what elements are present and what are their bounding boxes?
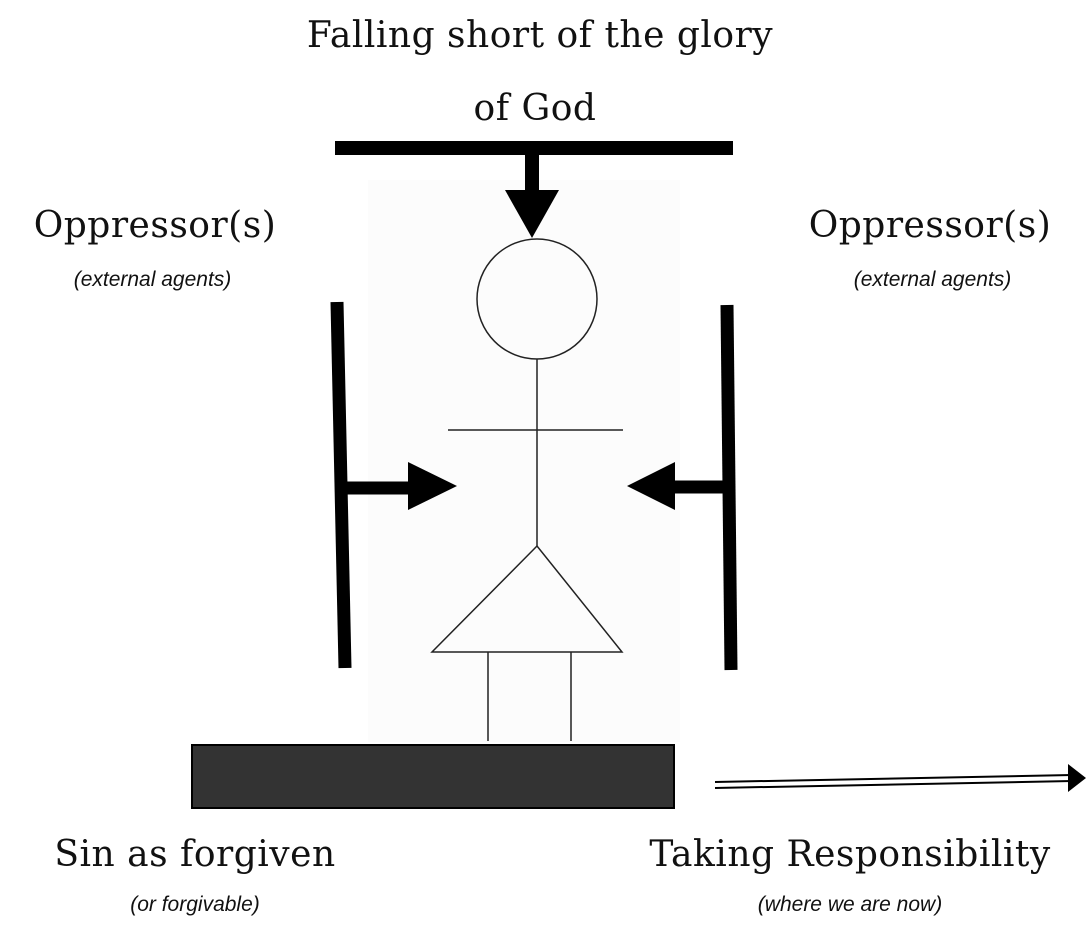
responsibility-arrow-line-top <box>714 774 1073 783</box>
bottom-left-subtitle: (or forgivable) <box>130 893 260 916</box>
left-oppressor-subtitle: (external agents) <box>73 268 232 291</box>
bottom-right-subtitle: (where we are now) <box>757 893 943 916</box>
right-oppressor-title: Oppressor(s) <box>808 205 1052 246</box>
top-title-line1: Falling short of the glory <box>306 15 774 56</box>
figure-background <box>368 180 680 742</box>
right-oppressor-subtitle: (external agents) <box>853 268 1012 291</box>
down-arrow-head <box>505 190 559 238</box>
figure-skirt <box>430 544 624 653</box>
left-arrow-head <box>408 462 457 510</box>
responsibility-arrow-line-bottom <box>714 780 1073 789</box>
figure-head <box>476 238 598 360</box>
bottom-left-title: Sin as forgiven <box>54 834 336 875</box>
top-title-line2: of God <box>473 88 597 129</box>
responsibility-arrow-head <box>1068 764 1086 792</box>
right-arrow-head <box>627 462 675 510</box>
bottom-right-title: Taking Responsibility <box>649 834 1051 875</box>
left-oppressor-bar <box>330 301 352 669</box>
left-oppressor-title: Oppressor(s) <box>33 205 277 246</box>
sin-platform <box>191 744 675 809</box>
